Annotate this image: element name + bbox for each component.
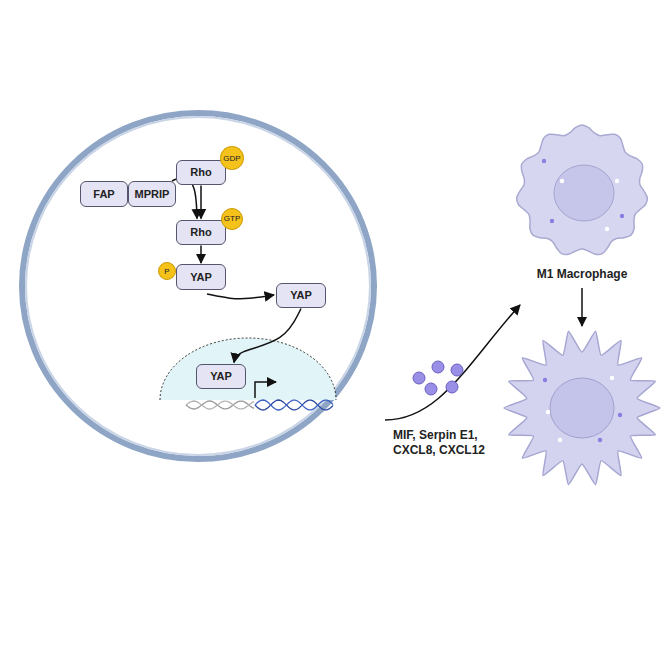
transcription-arrow [255,382,276,398]
node-label: P [164,267,169,276]
protein-box: FAP [80,181,128,207]
nucleus [160,338,336,400]
secretion-arrow [385,305,520,420]
dna-strand [186,400,333,410]
node-label: YAP [290,289,312,301]
cytokine-dots [413,361,463,395]
activation-arrow [581,288,583,326]
node-label: FAP [93,188,114,200]
signal-arrow [234,309,301,363]
protein-box: YAP [176,264,226,290]
activated-macrophage [504,331,660,485]
modification-badge: GDP [220,146,243,169]
node-label: MPRIP [135,188,170,200]
signal-arrow [200,246,202,264]
nuclear-envelope [160,338,336,400]
protein-box: Rho [176,160,226,185]
protein-box: YAP [196,364,246,389]
node-label: Rho [190,166,211,178]
protein-box: YAP [276,283,326,308]
node-label: YAP [190,271,212,283]
protein-box: MPRIP [128,181,176,207]
signal-arrow [200,186,202,219]
protein-box: Rho [176,220,226,245]
cell-label: M1 Macrophage [512,267,652,281]
node-label: Rho [190,226,211,238]
macrophage-cell: M1 Macrophage [512,121,652,283]
modification-badge: P [158,262,176,280]
secreted-factors-label: MIF, Serpin E1, CXCL8, CXCL12 [393,428,511,458]
macrophage-shape [512,121,652,261]
node-label: GDP [223,154,240,163]
cell-membrane [22,113,374,459]
node-label: GTP [224,214,240,223]
cell-membrane-inner [26,117,370,455]
signal-arrow [207,294,274,299]
node-label: YAP [210,370,232,382]
